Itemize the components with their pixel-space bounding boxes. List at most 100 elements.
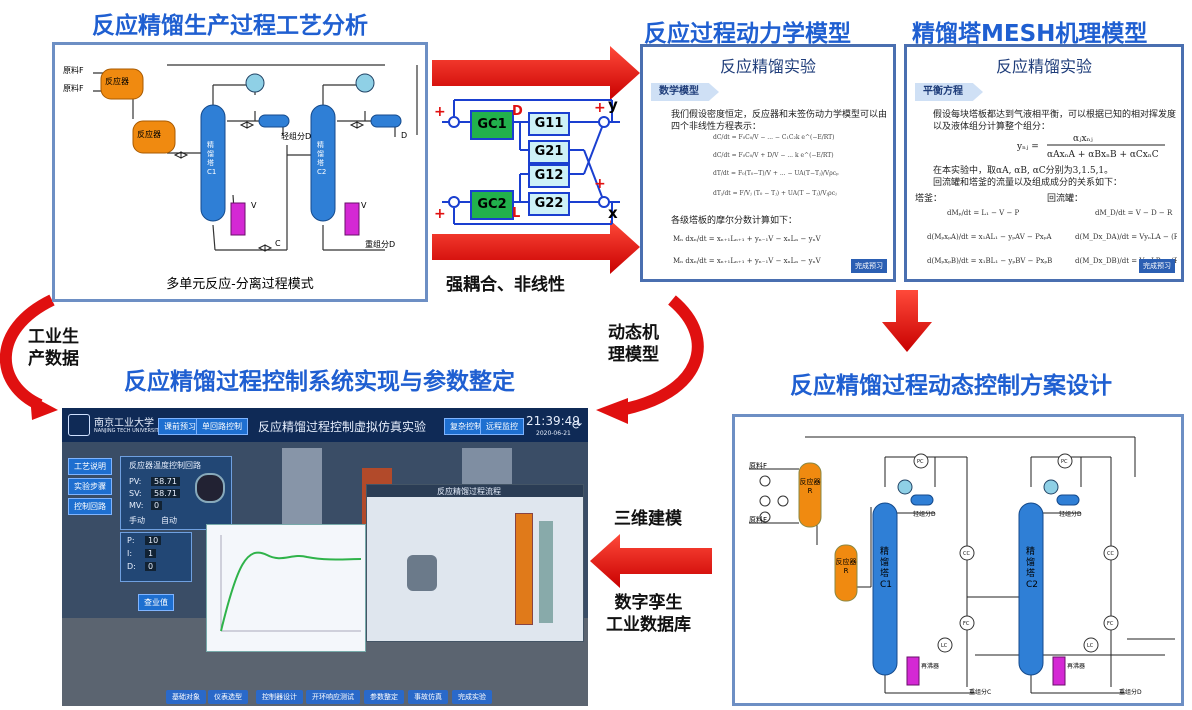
sim-university-en: NANJING TECH UNIVERSITY <box>94 428 162 434</box>
control-scheme-panel: PC CC FC LC PC CC FC LC 原料F 原料F 反应器R 反应器… <box>732 414 1184 706</box>
label-industrial-data: 工业生 产数据 <box>28 327 79 369</box>
slide2-section: 平衡方程 <box>915 83 983 101</box>
svg-text:FC: FC <box>963 621 970 627</box>
feed-a-label: 原料F <box>63 66 84 75</box>
sim-i-value[interactable]: 1 <box>145 549 157 558</box>
svg-text:+: + <box>434 206 446 222</box>
scheme-reboiler-1 <box>906 656 920 686</box>
reactor-2 <box>132 120 176 154</box>
svg-text:αAxₙA + αBxₙB + αCxₙC: αAxₙA + αBxₙB + αCxₙC <box>1047 150 1159 160</box>
slide2-title: 反应精馏实验 <box>995 57 1092 76</box>
slide1-intro: 我们假设密度恒定，反应器和末签伤动力学模型可以由四个非线性方程表示： <box>671 110 888 132</box>
sim-d-value[interactable]: 0 <box>145 562 157 571</box>
block-g11: G11 <box>528 112 570 136</box>
svg-text:αⱼxₙⱼ: αⱼxₙⱼ <box>1073 134 1093 144</box>
d2-label: D <box>401 131 408 140</box>
sim-btn-remote[interactable]: 远程监控 <box>480 418 524 435</box>
svg-text:PC: PC <box>1061 459 1068 465</box>
slide1-finish-button[interactable]: 完成预习 <box>851 259 887 273</box>
sim-refresh-icon[interactable]: ⟳ <box>572 418 583 432</box>
condenser-2 <box>355 73 375 93</box>
svg-text:dMₚ/dt = L₁ − V − P: dMₚ/dt = L₁ − V − P <box>947 209 1020 217</box>
feed-b-label: 原料F <box>63 84 84 93</box>
svg-text:dTⱼ/dt = F/Vⱼ (T₀ − Tⱼ) + UA(T: dTⱼ/dt = F/Vⱼ (T₀ − Tⱼ) + UA(T − Tⱼ)/Vⱼρ… <box>713 190 837 197</box>
svg-text:CC: CC <box>963 551 970 557</box>
reflux-drum-1 <box>258 114 290 128</box>
sim-gauge-icon <box>195 473 225 503</box>
sim-btn-single-loop[interactable]: 单回路控制 <box>196 418 248 435</box>
scheme-heavy-2: 重组分D <box>1119 689 1142 696</box>
block-g12: G12 <box>528 164 570 188</box>
scheme-reboiler-label-1: 再沸器 <box>921 663 940 670</box>
sim-header: 南京工业大学 NANJING TECH UNIVERSITY 课前预习 单回路控… <box>62 408 588 442</box>
sim-flow-title: 反应精馏过程流程 <box>437 487 501 496</box>
svg-text:yₙⱼ =: yₙⱼ = <box>1017 142 1039 152</box>
univ-logo-icon <box>68 414 90 436</box>
sim-pid-panel: P: 10 I: 1 D: 0 <box>120 532 192 582</box>
scheme-lc-2 <box>1083 637 1099 653</box>
svg-text:PC: PC <box>917 459 924 465</box>
svg-text:dT/dt = F₀(T₀−T)/V + ... − UA(: dT/dt = F₀(T₀−T)/V + ... − UA(T−Tⱼ)/Vρcₚ <box>713 170 839 177</box>
sim-btn-complex[interactable]: 复杂控制 <box>444 418 488 435</box>
scheme-condenser-2 <box>1043 479 1059 495</box>
sim-auto-radio[interactable]: 自动 <box>161 516 177 525</box>
scheme-drum-1 <box>910 494 934 506</box>
signal-d: D <box>512 104 523 119</box>
scheme-fc-1 <box>959 615 975 631</box>
scheme-feed-2: 原料F <box>749 516 768 524</box>
sim-bottom-btn-7[interactable]: 完成实验 <box>452 690 492 704</box>
scheme-column-2-label: 精 馏 塔 C2 <box>1026 547 1039 590</box>
curve-mechanism-model <box>618 295 704 416</box>
slide2-intro: 假设每块塔板都达到气液相平衡，可以根据已知的相对挥发度以及液体组分计算整个组分： <box>933 110 1177 132</box>
svg-text:d(M_Dx_DA)/dt = VyₙLA − (R+D)x: d(M_Dx_DA)/dt = VyₙLA − (R+D)x_DA <box>1075 233 1177 241</box>
svg-text:CC: CC <box>1107 551 1114 557</box>
sim-sv-label: SV: <box>129 489 142 498</box>
slide1-section: 数学模型 <box>651 83 719 101</box>
column-c1 <box>200 104 226 222</box>
scheme-reboiler-2 <box>1052 656 1066 686</box>
slide1-title: 反应精馏实验 <box>719 57 816 76</box>
curve-industrial-data <box>0 294 55 411</box>
heavy-component-label: 重组分D <box>365 240 396 249</box>
svg-text:+: + <box>594 176 606 192</box>
reboiler-2 <box>344 202 360 236</box>
sim-left-btn-2[interactable]: 实验步骤 <box>68 478 112 495</box>
scheme-pc-1 <box>913 453 929 469</box>
sim-bottom-btn-4[interactable]: 开环响应测试 <box>306 690 360 704</box>
sim-panel-title: 反应器温度控制回路 <box>129 461 201 470</box>
scheme-heavy-1: 重组分C <box>969 689 992 696</box>
sim-university: 南京工业大学 <box>94 418 154 429</box>
output-y: y <box>608 96 618 114</box>
svg-text:+: + <box>434 104 446 120</box>
sim-btn-preview[interactable]: 课前预习 <box>158 418 202 435</box>
arrow-to-mesh <box>432 220 640 274</box>
slide2-note2: 回流罐和塔釜的流量以及组成成分的关系如下： <box>933 178 1123 188</box>
scheme-reactor-1-label: 反应器R <box>799 478 821 495</box>
slide2-finish-button[interactable]: 完成预习 <box>1139 259 1175 273</box>
column-c1-label: 精 馏 塔 C1 <box>207 141 217 176</box>
sim-control-panel: 反应器温度控制回路 PV: 58.71 SV: 58.71 MV: 0 手动 自… <box>120 456 232 530</box>
reflux-drum-2 <box>370 114 402 128</box>
sim-left-btn-3[interactable]: 控制回路 <box>68 498 112 515</box>
control-block-diagram: + + + + GC1 GC2 G11 G21 G12 G22 D L y x <box>434 92 622 232</box>
sim-p-value[interactable]: 10 <box>145 536 162 545</box>
reboiler-1 <box>230 202 246 236</box>
sim-trend-window <box>206 524 366 652</box>
scheme-reactor-2-label: 反应器R <box>835 558 857 575</box>
sim-mv-value[interactable]: 0 <box>151 501 163 510</box>
sim-bottom-btn-5[interactable]: 参数整定 <box>364 690 404 704</box>
scheme-reactor-1 <box>798 462 822 528</box>
sim-sv-value[interactable]: 58.71 <box>151 489 180 498</box>
sim-left-btn-1[interactable]: 工艺说明 <box>68 458 112 475</box>
sim-query-button[interactable]: 查业值 <box>138 594 174 611</box>
sim-bottom-btn-3[interactable]: 控制器设计 <box>256 690 303 704</box>
sim-p-label: P: <box>127 536 135 545</box>
sim-manual-radio[interactable]: 手动 <box>129 516 145 525</box>
sim-bottom-btn-1[interactable]: 基础对象 <box>166 690 206 704</box>
slide-kinetic-model: 反应精馏实验 数学模型 我们假设密度恒定，反应器和末签伤动力学模型可以由四个非线… <box>640 44 896 282</box>
sim-date: 2020-06-21 <box>536 430 571 437</box>
sim-bottom-btn-6[interactable]: 事故仿真 <box>408 690 448 704</box>
sim-bottom-btn-2[interactable]: 仪表选型 <box>208 690 248 704</box>
output-x: x <box>608 204 618 222</box>
